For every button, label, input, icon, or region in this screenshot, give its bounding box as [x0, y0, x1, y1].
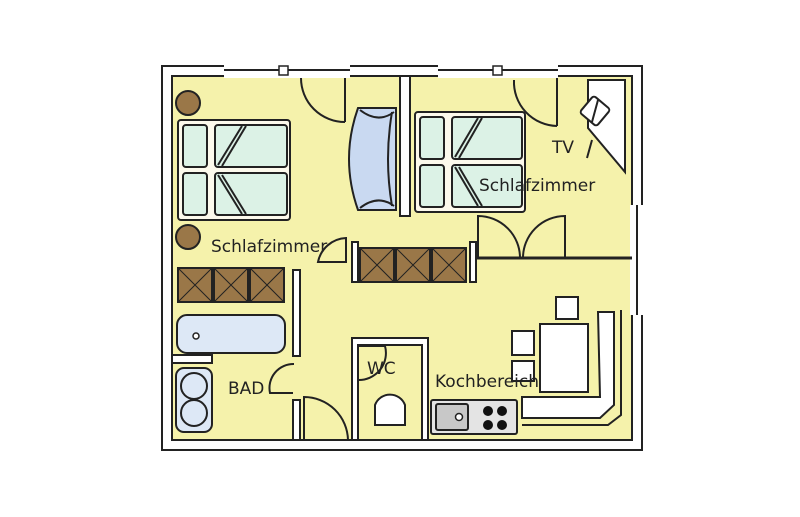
dining-table	[539, 323, 589, 393]
wardrobe-middle	[359, 247, 467, 283]
chair	[511, 330, 535, 356]
l-shaped-counter	[521, 311, 615, 419]
window-right	[630, 205, 644, 315]
chair	[511, 360, 535, 382]
door-entrance[interactable]	[303, 395, 349, 441]
double-bed	[177, 119, 291, 221]
double-sink	[175, 367, 213, 433]
wall-wardrobe	[351, 241, 359, 283]
stove-burners	[483, 406, 507, 430]
label-kitchen: Kochbereich	[435, 372, 539, 392]
chair	[555, 296, 579, 320]
label-bedroom-right: Schlafzimmer	[479, 176, 595, 196]
tv-cabinet	[579, 79, 626, 175]
window-top-left	[224, 64, 350, 78]
label-bedroom-left: Schlafzimmer	[211, 237, 327, 257]
wall-bath-right	[292, 269, 301, 357]
door-bath[interactable]	[268, 362, 295, 394]
double-bed	[414, 111, 526, 213]
door-bedroom1-lower[interactable]	[316, 236, 347, 263]
label-wc: WC	[367, 359, 396, 379]
wall-bedrooms	[399, 75, 411, 217]
wardrobe-left	[177, 267, 285, 303]
bathtub	[176, 314, 286, 354]
nightstand	[175, 224, 201, 250]
sofa	[348, 107, 397, 211]
door-bedroom2-double[interactable]	[477, 214, 566, 259]
door-bedroom1[interactable]	[300, 77, 346, 123]
nightstand	[175, 90, 201, 116]
wall-bath-top	[171, 354, 213, 364]
counter-edge	[522, 310, 622, 426]
wall-wardrobe-right	[469, 241, 477, 283]
toilet	[374, 393, 406, 426]
label-tv: TV	[551, 138, 574, 158]
door-wc[interactable]	[357, 345, 387, 382]
wall-wc	[351, 337, 429, 441]
door-bedroom2[interactable]	[512, 78, 558, 127]
wall-bath-right-lower	[292, 399, 301, 441]
window-top-right	[438, 64, 558, 78]
label-bath: BAD	[228, 379, 264, 399]
kitchen-counter	[430, 399, 518, 435]
